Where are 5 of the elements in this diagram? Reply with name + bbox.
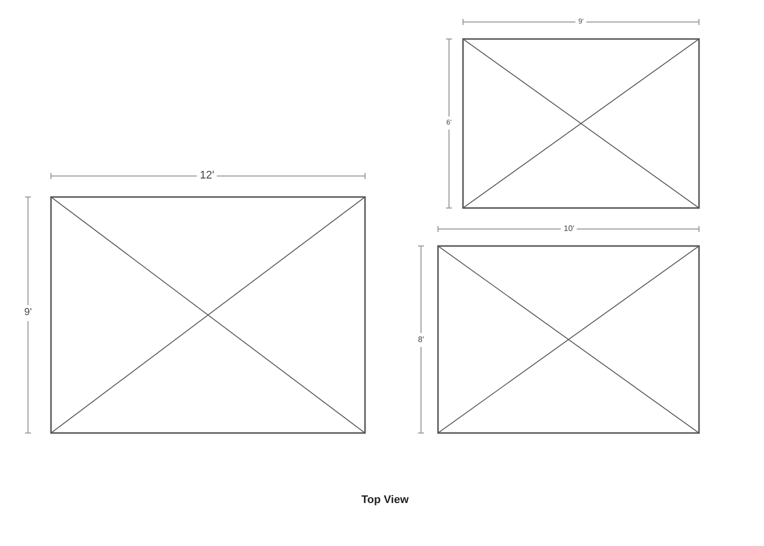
dimension-label: 12' <box>196 170 218 182</box>
caption: Top View <box>361 494 409 506</box>
dimension-label: 8' <box>418 333 424 347</box>
dimension-label: 10' <box>560 225 578 233</box>
dimension-label: 9' <box>24 305 32 321</box>
